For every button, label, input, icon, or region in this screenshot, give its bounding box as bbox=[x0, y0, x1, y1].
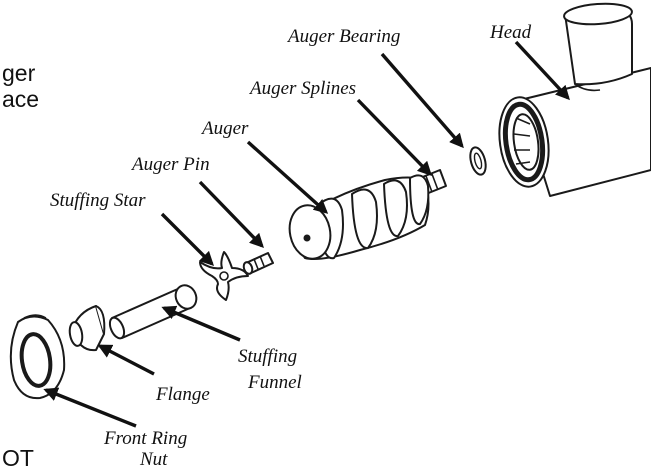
arrow-head bbox=[514, 40, 570, 101]
label-stuffing-funnel-line1: Stuffing bbox=[238, 346, 297, 367]
arrow-auger bbox=[246, 140, 329, 214]
arrow-auger-splines bbox=[356, 98, 432, 177]
arrow-auger-pin bbox=[198, 180, 264, 249]
head-part bbox=[498, 2, 651, 197]
auger-part bbox=[288, 169, 447, 260]
label-stuffing-star: Stuffing Star bbox=[50, 190, 146, 211]
label-head: Head bbox=[489, 22, 532, 43]
label-stuffing-funnel-line2: Funnel bbox=[247, 372, 302, 393]
label-flange: Flange bbox=[155, 384, 210, 405]
auger-pin-part bbox=[242, 252, 274, 275]
arrow-stuffing-star bbox=[160, 212, 215, 267]
cut-off-text-line2: ace bbox=[2, 86, 40, 112]
label-auger-pin: Auger Pin bbox=[130, 154, 210, 175]
cut-off-text-line3: OT bbox=[2, 445, 34, 471]
flange-part bbox=[68, 305, 106, 352]
arrow-flange bbox=[97, 344, 155, 376]
stuffing-star-part bbox=[199, 251, 249, 301]
arrow-auger-bearing bbox=[380, 52, 464, 149]
label-auger: Auger bbox=[200, 118, 249, 139]
arrow-stuffing-funnel bbox=[161, 305, 241, 342]
label-front-ring-nut-line1: Front Ring bbox=[103, 428, 187, 449]
stuffing-funnel-part bbox=[108, 284, 198, 340]
front-ring-nut-part bbox=[9, 314, 66, 400]
label-auger-splines: Auger Splines bbox=[248, 78, 356, 99]
auger-bearing-part bbox=[469, 146, 487, 176]
label-front-ring-nut-line2: Nut bbox=[139, 449, 168, 470]
cut-off-text-line1: ger bbox=[2, 60, 36, 86]
label-auger-bearing: Auger Bearing bbox=[286, 26, 400, 47]
arrow-front-ring-nut bbox=[43, 387, 137, 428]
